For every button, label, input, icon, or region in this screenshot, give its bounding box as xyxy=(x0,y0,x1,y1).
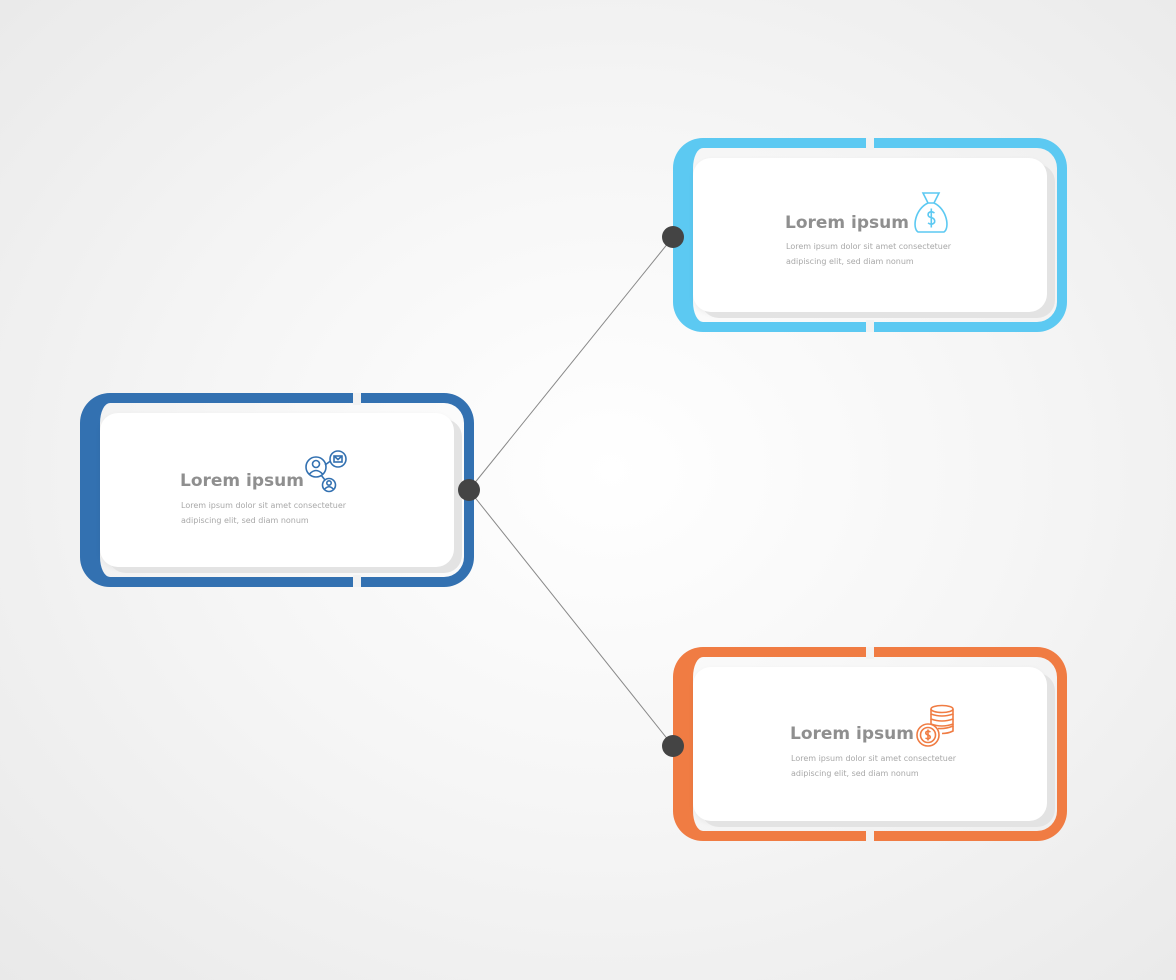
card-top-right-text: Lorem ipsum dolor sit amet consectetuer … xyxy=(786,239,976,269)
card-bottom-right-text-line1: Lorem ipsum dolor sit amet consectetuer xyxy=(791,754,957,763)
coin-stack-icon xyxy=(916,704,954,747)
card-bottom-right-text: Lorem ipsum dolor sit amet consectetuer … xyxy=(791,751,981,781)
card-top-right: Lorem ipsum Lorem ipsum dolor sit amet c… xyxy=(673,138,1067,332)
card-top-right-title: Lorem ipsum xyxy=(785,213,909,233)
people-network-icon xyxy=(305,450,347,493)
card-left-frame-gap xyxy=(353,393,361,405)
connector-node-bottom xyxy=(662,735,684,757)
card-bottom-right-frame-gap xyxy=(866,829,874,841)
card-top-right-frame-gap xyxy=(866,138,874,150)
card-top-right-frame-gap xyxy=(866,320,874,332)
card-bottom-right-title: Lorem ipsum xyxy=(790,724,914,744)
card-left-text-line2: adipiscing elit, sed diam nonum xyxy=(181,516,309,525)
connector-node-left xyxy=(458,479,480,501)
card-left-title: Lorem ipsum xyxy=(180,471,304,491)
connector-line-bottom xyxy=(468,489,674,747)
card-left-frame-gap xyxy=(353,575,361,587)
card-top-right-text-line2: adipiscing elit, sed diam nonum xyxy=(786,257,914,266)
card-bottom-right-panel xyxy=(693,667,1047,821)
connector-line-top xyxy=(468,236,674,491)
card-left: Lorem ipsum Lorem ipsum dolor sit amet c… xyxy=(80,393,474,587)
card-bottom-right: Lorem ipsum Lorem ipsum dolor sit amet c… xyxy=(673,647,1067,841)
connector-node-top xyxy=(662,226,684,248)
card-top-right-text-line1: Lorem ipsum dolor sit amet consectetuer xyxy=(786,242,952,251)
money-bag-icon xyxy=(914,192,948,233)
card-left-panel xyxy=(100,413,454,567)
card-bottom-right-frame-gap xyxy=(866,647,874,659)
card-left-text-line1: Lorem ipsum dolor sit amet consectetuer xyxy=(181,501,347,510)
card-left-text: Lorem ipsum dolor sit amet consectetuer … xyxy=(181,498,371,528)
card-top-right-panel xyxy=(693,158,1047,312)
card-bottom-right-text-line2: adipiscing elit, sed diam nonum xyxy=(791,769,919,778)
